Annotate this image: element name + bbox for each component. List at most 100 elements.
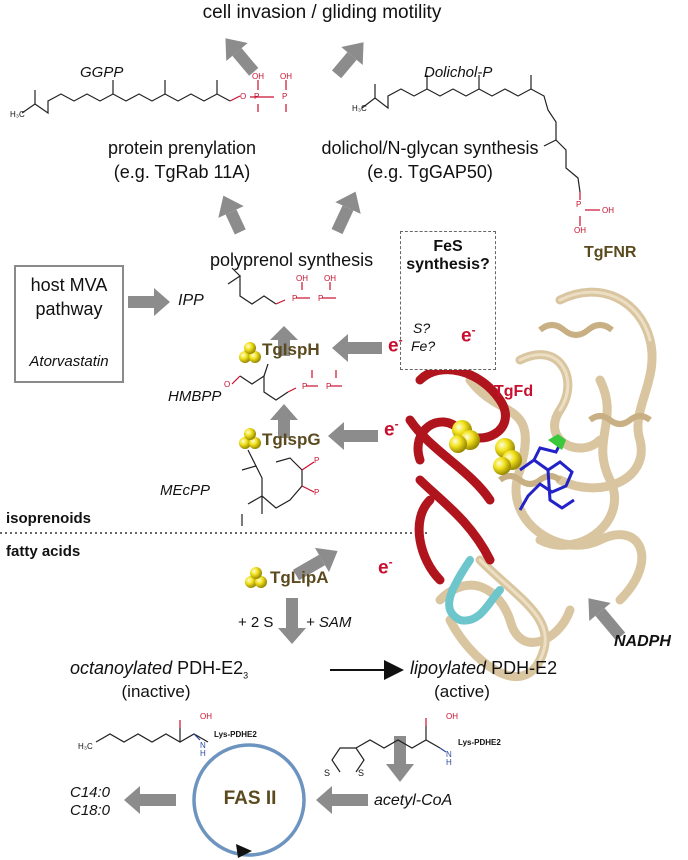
protein-structure <box>405 287 657 682</box>
ipp-label: IPP <box>178 292 204 309</box>
polyprenol-label: polyprenol synthesis <box>210 250 374 270</box>
isph-label: TgIspH <box>262 340 320 359</box>
cofactor-s: + 2 S <box>238 614 274 631</box>
hmbpp-label: HMBPP <box>168 388 222 405</box>
lip-oh: OH <box>446 712 458 721</box>
arrow-fas-to-products <box>124 786 176 814</box>
dol-oh1: OH <box>602 206 614 215</box>
fes-fe-label: Fe? <box>411 338 436 354</box>
fas-cycle-arrowhead <box>236 844 252 858</box>
electron-isph: e- <box>388 333 403 357</box>
lipoyl-structure <box>331 718 447 773</box>
fes-s-label: S? <box>413 320 431 336</box>
oct-h3c: H₃C <box>78 742 93 751</box>
dol-p: P <box>576 200 582 209</box>
fas-label: FAS II <box>223 788 277 809</box>
ggpp-h3c: H₃C <box>10 110 25 119</box>
octanoyl-structure <box>95 720 209 743</box>
mecpp-p1: P <box>314 456 320 465</box>
dolichol-title: dolichol/N-glycan synthesis <box>321 138 539 158</box>
electron-lipa: e- <box>378 555 393 579</box>
fes-line2: synthesis? <box>406 256 490 273</box>
fes-cluster-icon <box>245 567 267 588</box>
atorvastatin-label: Atorvastatin <box>29 353 109 370</box>
ggpp-p2: P <box>282 92 288 101</box>
host-line1: host MVA <box>30 275 108 295</box>
nadph-label: NADPH <box>614 633 671 650</box>
lip-lys: Lys-PDHE2 <box>458 738 501 747</box>
ggpp-oh2: OH <box>280 72 292 81</box>
arrow-dolichol-to-invasion <box>331 42 364 79</box>
flow-arrows <box>124 38 626 814</box>
dol-oh2: OH <box>574 226 586 235</box>
oct-h: H <box>200 749 206 758</box>
lip-s2: S <box>358 768 365 778</box>
prenylation-example: (e.g. TgRab 11A) <box>113 162 251 182</box>
hmbpp-p2: P <box>326 382 332 391</box>
isoprenoids-label: isoprenoids <box>6 510 92 527</box>
fes-cluster-icon <box>239 342 261 363</box>
electron-ispg: e- <box>384 417 399 441</box>
arrow-isph-up <box>270 326 298 356</box>
dolichol-example: (e.g. TgGAP50) <box>367 162 493 182</box>
ipp-structure <box>227 267 336 305</box>
fatty-acids-label: fatty acids <box>6 543 81 560</box>
acetyl-coa-label: acetyl-CoA <box>374 792 453 809</box>
arrow-lipoyl-down <box>386 736 414 782</box>
ggpp-structure <box>21 80 287 115</box>
lipoylated-label: lipoylated PDH-E2 <box>410 658 558 678</box>
ggpp-p1: P <box>254 92 260 101</box>
arrow-ispg-up <box>270 404 298 438</box>
dolichol-label: Dolichol-P <box>424 64 493 81</box>
arrow-polyprenol-to-dolichol <box>331 191 361 235</box>
fas-cycle-ring <box>192 743 306 857</box>
fnr-label: TgFNR <box>584 244 637 261</box>
ispg-label: TgIspG <box>262 430 321 449</box>
cofactor-sam: + SAM <box>306 614 352 631</box>
arrow-polyprenol-to-prenylation <box>218 195 246 235</box>
c14-label: C14:0 <box>70 784 111 801</box>
hmbpp-structure <box>231 363 342 401</box>
green-ligand <box>548 434 566 450</box>
arrow-nadph <box>588 598 626 641</box>
host-mva-box: host MVA pathway Atorvastatin <box>14 265 124 383</box>
lipa-label: TgLipA <box>270 568 329 587</box>
hmbpp-p1: P <box>302 382 308 391</box>
active-label: (active) <box>434 682 490 701</box>
fes-line1: FeS <box>433 238 463 255</box>
ipp-oh1: OH <box>296 274 308 283</box>
c18-label: C18:0 <box>70 802 111 819</box>
octanoylated-label: octanoylated PDH-E23 <box>70 658 249 681</box>
fes-synthesis-box: FeS synthesis? S? Fe? e- <box>400 231 496 370</box>
mecpp-structure <box>241 449 315 526</box>
fes-electron: e- <box>461 323 476 347</box>
inactive-label: (inactive) <box>121 682 191 701</box>
arrow-e-to-lipa <box>293 547 338 581</box>
ggpp-o1: O <box>240 92 247 101</box>
ipp-oh2: OH <box>324 274 336 283</box>
mecpp-label: MEcPP <box>160 482 211 499</box>
arrow-prenyl-to-invasion <box>225 38 259 76</box>
ggpp-label: GGPP <box>80 64 124 81</box>
arrow-acetyl-to-fas <box>316 786 368 814</box>
fd-ribbon <box>405 365 510 585</box>
arrow-lipa-down <box>278 598 306 644</box>
lip-h: H <box>446 758 452 767</box>
oct-oh: OH <box>200 712 212 721</box>
dolichol-structure <box>361 75 600 226</box>
host-line2: pathway <box>35 299 103 319</box>
fnr-highlight <box>478 290 652 662</box>
fes-cluster-icon <box>239 428 261 449</box>
arrow-e-to-isph <box>332 334 382 362</box>
hmbpp-o: O <box>224 380 231 389</box>
ggpp-oh1: OH <box>252 72 264 81</box>
ipp-p2: P <box>318 294 324 303</box>
outcome-label: cell invasion / gliding motility <box>202 2 442 23</box>
lip-n: N <box>446 750 452 759</box>
oct-n: N <box>200 741 206 750</box>
oct-lys: Lys-PDHE2 <box>214 730 257 739</box>
arrow-e-to-ispg <box>328 422 378 450</box>
fnr-helices <box>498 322 652 487</box>
